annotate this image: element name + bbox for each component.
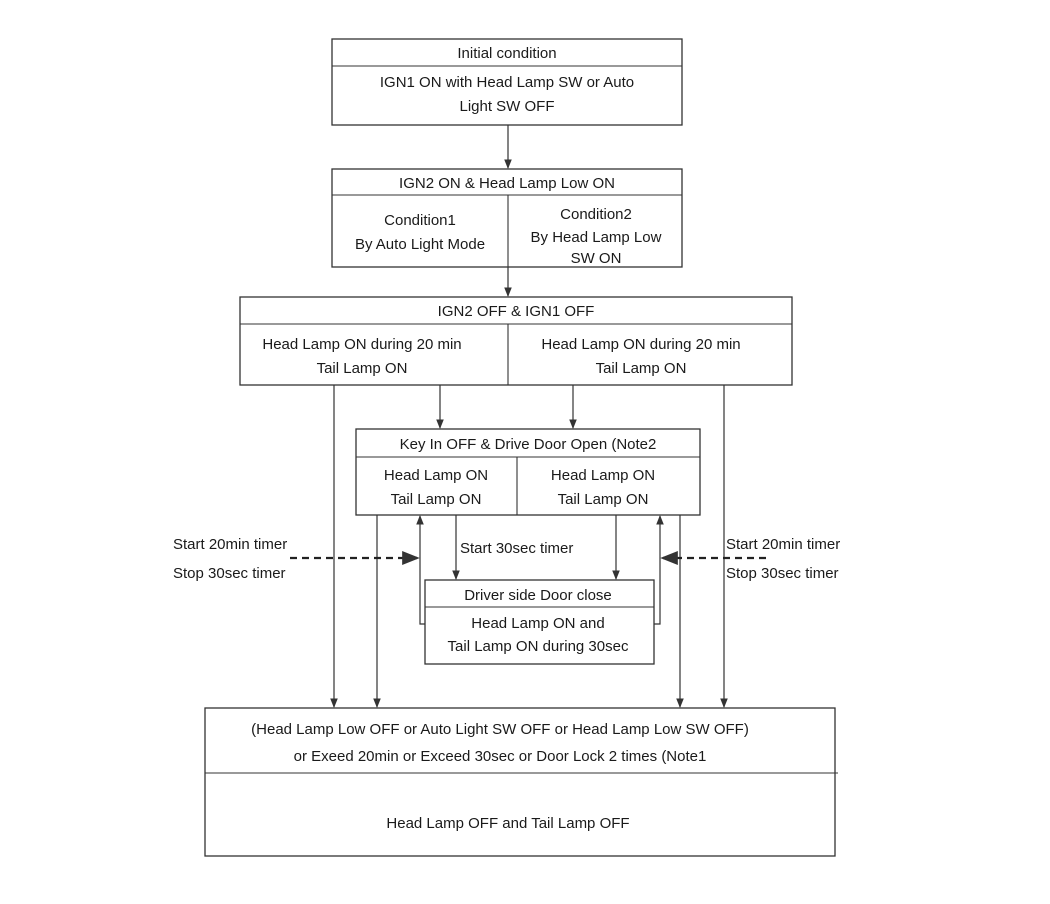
key-in-header: Key In OFF & Drive Door Open (Note2 [400, 436, 657, 453]
ign-off-right-line1: Head Lamp ON during 20 min [541, 336, 740, 353]
loop-back-left [416, 515, 425, 625]
ign-off-header: IGN2 OFF & IGN1 OFF [438, 303, 595, 320]
initial-condition-header: Initial condition [457, 45, 556, 62]
left-timer-line1: Start 20min timer [173, 536, 287, 553]
initial-condition-line1: IGN1 ON with Head Lamp SW or Auto [380, 74, 634, 91]
key-in-box: Key In OFF & Drive Door Open (Note2 Head… [355, 428, 701, 516]
key-in-right-line1: Head Lamp ON [551, 467, 655, 484]
right-timer-line1: Start 20min timer [726, 536, 840, 553]
condition1-line1: Condition1 [384, 212, 456, 229]
door-close-box: Driver side Door close Head Lamp ON and … [424, 579, 655, 665]
door-close-header: Driver side Door close [464, 587, 612, 604]
final-condition-line1: (Head Lamp Low OFF or Auto Light SW OFF … [251, 721, 749, 738]
right-timer-line2: Stop 30sec timer [726, 565, 839, 582]
condition2-line2: By Head Lamp Low [531, 229, 662, 246]
key-in-right-line2: Tail Lamp ON [558, 491, 649, 508]
ign-off-left-line2: Tail Lamp ON [317, 360, 408, 377]
ign2-on-header: IGN2 ON & Head Lamp Low ON [399, 175, 615, 192]
initial-condition-box: Initial condition IGN1 ON with Head Lamp… [331, 38, 683, 126]
door-close-line1: Head Lamp ON and [471, 615, 604, 632]
ign-off-left-line1: Head Lamp ON during 20 min [262, 336, 461, 353]
initial-condition-line2: Light SW OFF [459, 98, 554, 115]
loop-back-right [654, 515, 664, 625]
door-close-line2: Tail Lamp ON during 30sec [448, 638, 629, 655]
left-timer-line2: Stop 30sec timer [173, 565, 286, 582]
final-box: (Head Lamp Low OFF or Auto Light SW OFF … [204, 707, 838, 857]
final-condition-line2: or Exeed 20min or Exceed 30sec or Door L… [294, 748, 707, 765]
ign-off-box: IGN2 OFF & IGN1 OFF Head Lamp ON during … [239, 296, 793, 386]
condition2-line1: Condition2 [560, 206, 632, 223]
ign-off-right-line2: Tail Lamp ON [596, 360, 687, 377]
final-result: Head Lamp OFF and Tail Lamp OFF [386, 815, 629, 832]
ign2-on-box: IGN2 ON & Head Lamp Low ON Condition1 By… [331, 168, 683, 268]
start-30sec-label: Start 30sec timer [460, 540, 573, 557]
key-in-left-line1: Head Lamp ON [384, 467, 488, 484]
key-in-left-line2: Tail Lamp ON [391, 491, 482, 508]
condition1-line2: By Auto Light Mode [355, 236, 485, 253]
condition2-line3: SW ON [571, 250, 622, 267]
